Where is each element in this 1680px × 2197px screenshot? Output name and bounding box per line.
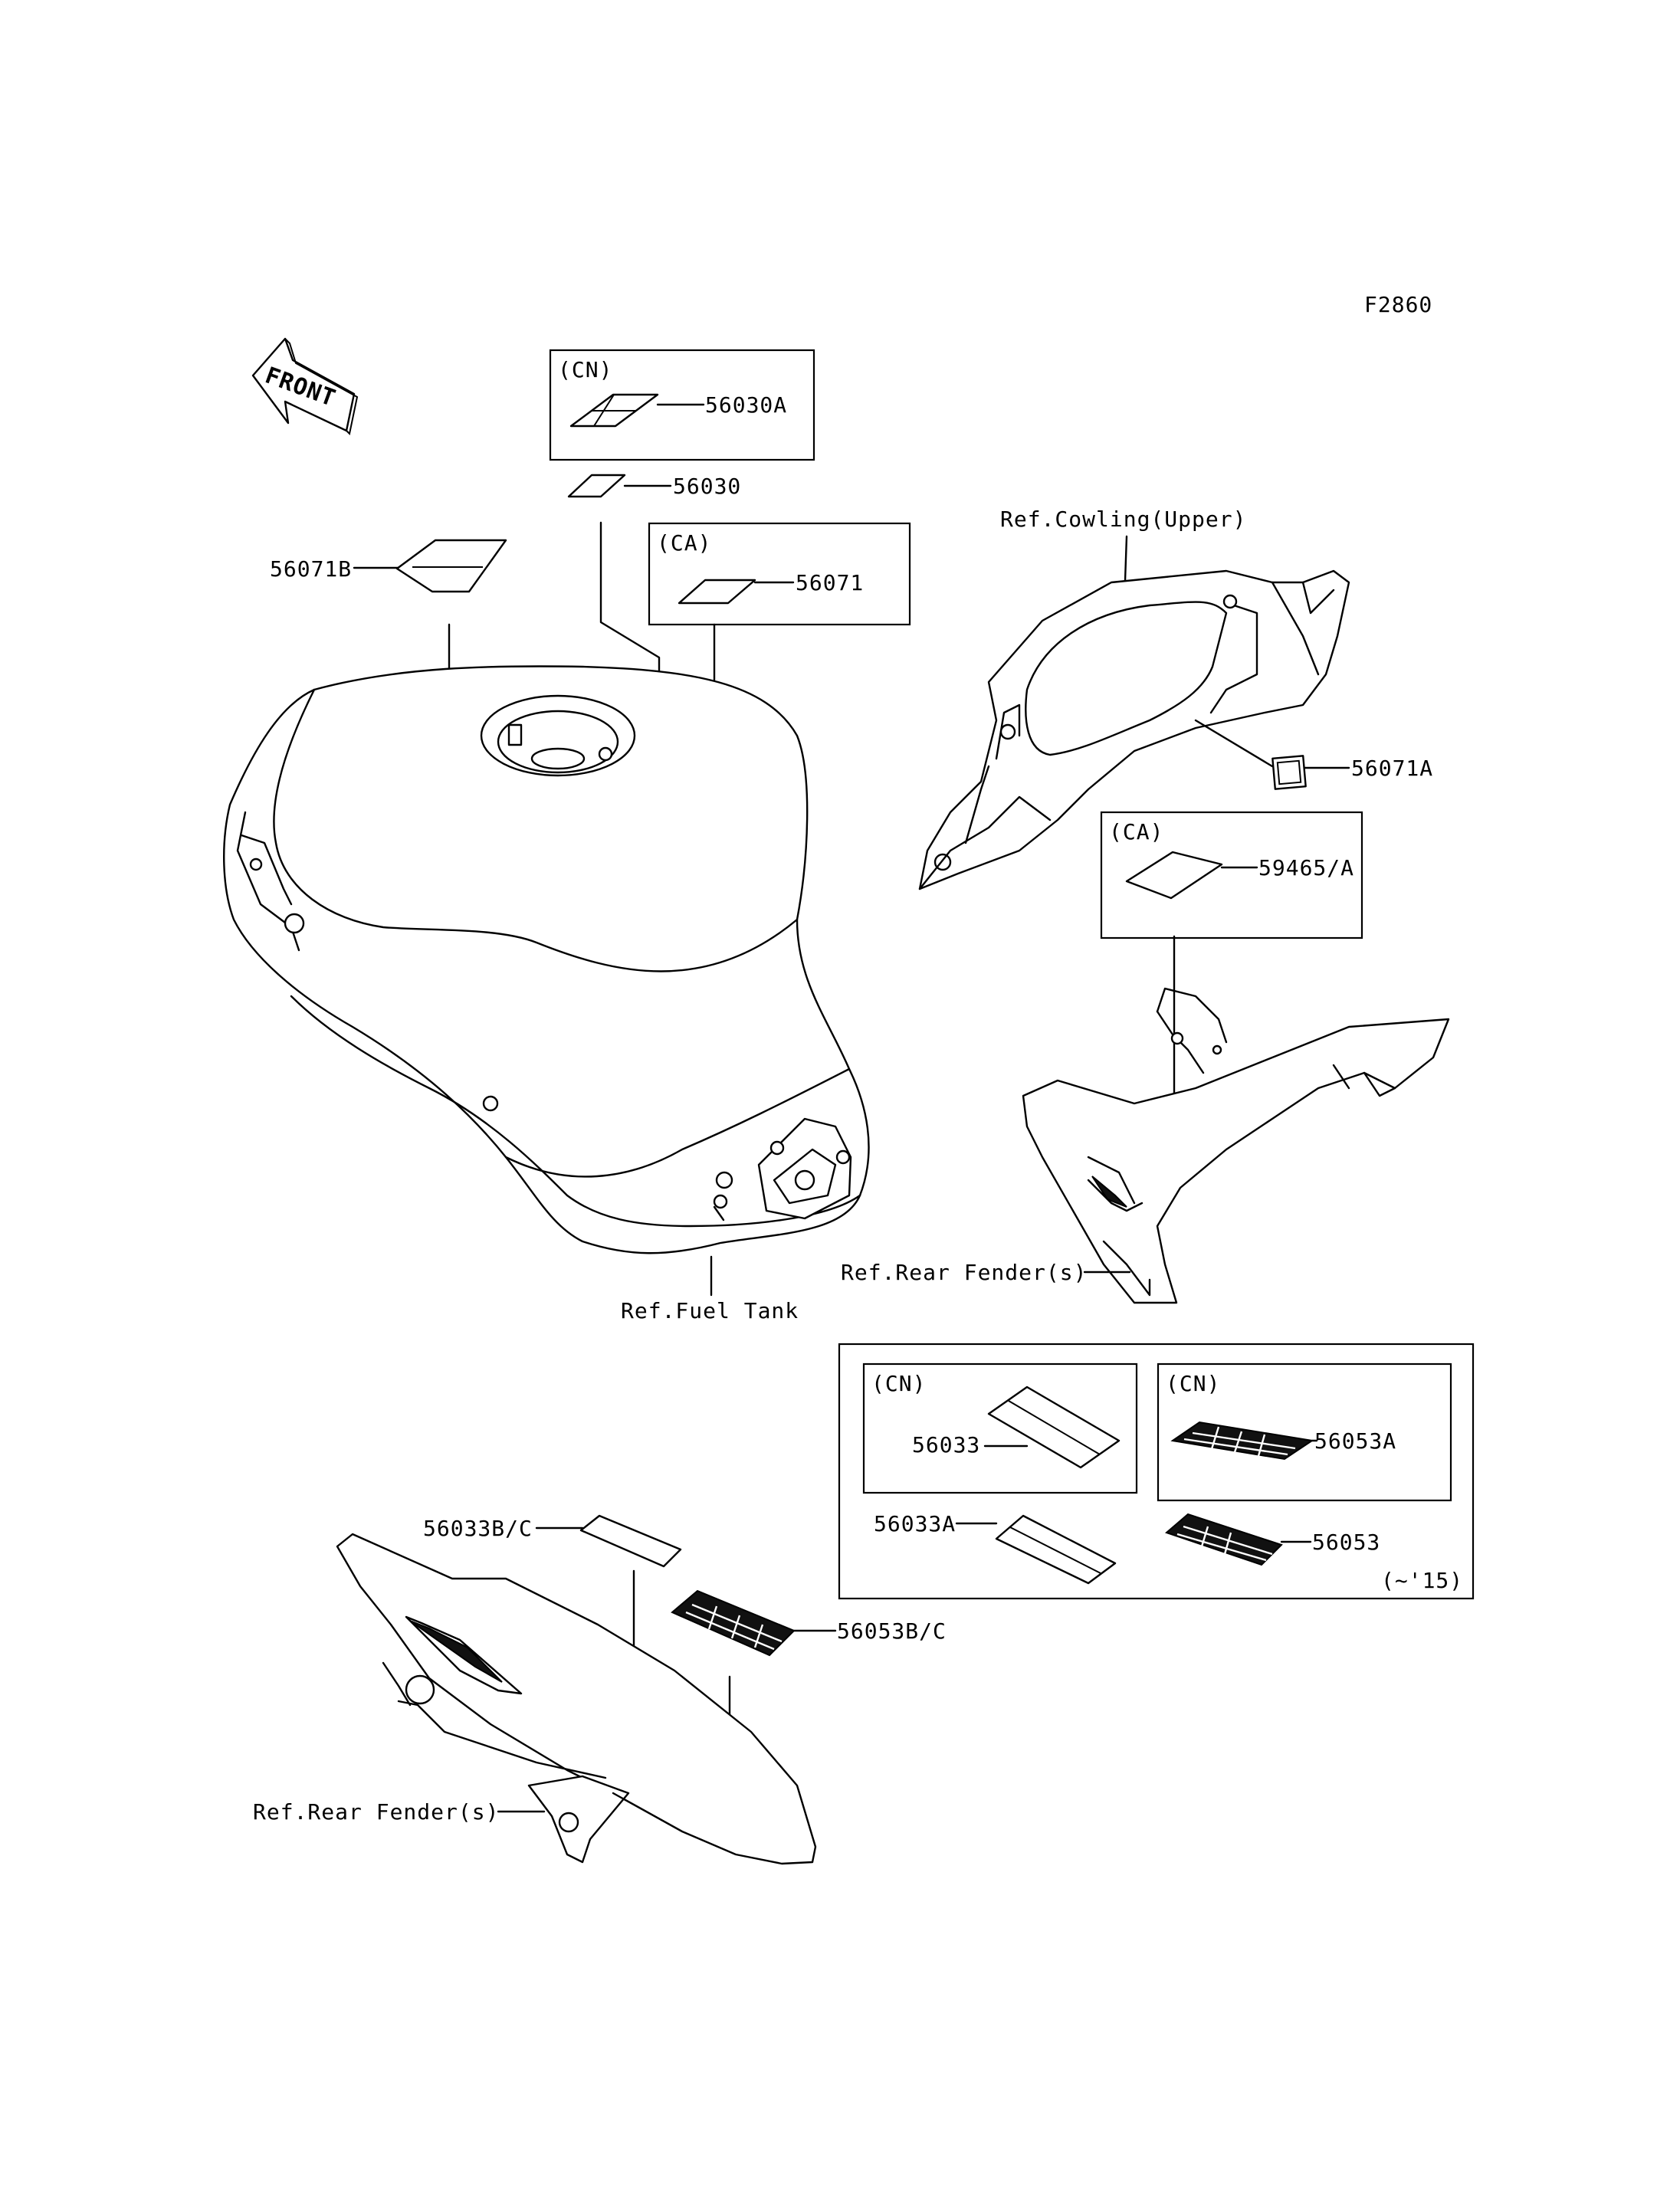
decal-56053A: [1170, 1421, 1314, 1461]
cn-tag-top: (CN): [558, 357, 612, 382]
decal-56030: [567, 474, 626, 498]
callout-56071: 56071: [796, 570, 864, 595]
fuel-tank: [223, 665, 870, 1254]
decal-56071: [678, 579, 756, 605]
rear-fender-right: [1022, 987, 1450, 1304]
cn-box-left: [862, 1362, 1138, 1494]
ca-box-right: [1100, 811, 1363, 939]
cn-tag-left: (CN): [871, 1371, 926, 1396]
decal-56071B: [395, 539, 507, 593]
decal-56053BC: [671, 1589, 796, 1657]
cn-tag-right: (CN): [1166, 1371, 1220, 1396]
decal-56033BC: [579, 1514, 682, 1568]
callout-56071A: 56071A: [1351, 756, 1433, 781]
callout-56033BC: 56033B/C: [423, 1516, 533, 1541]
decal-59465A: [1125, 851, 1223, 900]
callout-56071B: 56071B: [270, 556, 352, 582]
ca-tag-top: (CA): [657, 530, 711, 556]
callout-56053BC: 56053B/C: [837, 1618, 947, 1644]
callout-56030A: 56030A: [705, 392, 787, 418]
callout-59465A: 59465/A: [1258, 855, 1354, 880]
ref-rear-fender-bottom: Ref.Rear Fender(s): [253, 1799, 499, 1825]
decal-56033: [987, 1385, 1121, 1469]
decal-56053: [1165, 1513, 1283, 1566]
year-box: [838, 1343, 1475, 1600]
decal-56030A: [569, 393, 659, 428]
cn-box-right: [1157, 1362, 1452, 1502]
ref-cowling-upper: Ref.Cowling(Upper): [1000, 507, 1246, 532]
callout-56053: 56053: [1312, 1530, 1380, 1555]
ca-box-top: [648, 522, 911, 626]
callout-56053A: 56053A: [1314, 1428, 1396, 1454]
ref-fuel-tank: Ref.Fuel Tank: [621, 1298, 799, 1323]
callout-56030: 56030: [673, 474, 741, 499]
callout-56033: 56033: [912, 1432, 980, 1458]
cowling-upper: [918, 569, 1350, 890]
year-note: (~'15): [1381, 1568, 1463, 1593]
decal-56071A: [1271, 755, 1307, 790]
ref-rear-fender-right: Ref.Rear Fender(s): [841, 1260, 1087, 1285]
callout-56033A: 56033A: [874, 1511, 956, 1536]
diagram-code: F2860: [1364, 292, 1432, 317]
decal-56033A: [995, 1514, 1117, 1585]
rear-fender-bottom: [336, 1533, 817, 1865]
ca-tag-right: (CA): [1109, 819, 1163, 844]
cn-box-top: [549, 349, 815, 461]
front-arrow-icon: FRONT: [251, 337, 359, 436]
